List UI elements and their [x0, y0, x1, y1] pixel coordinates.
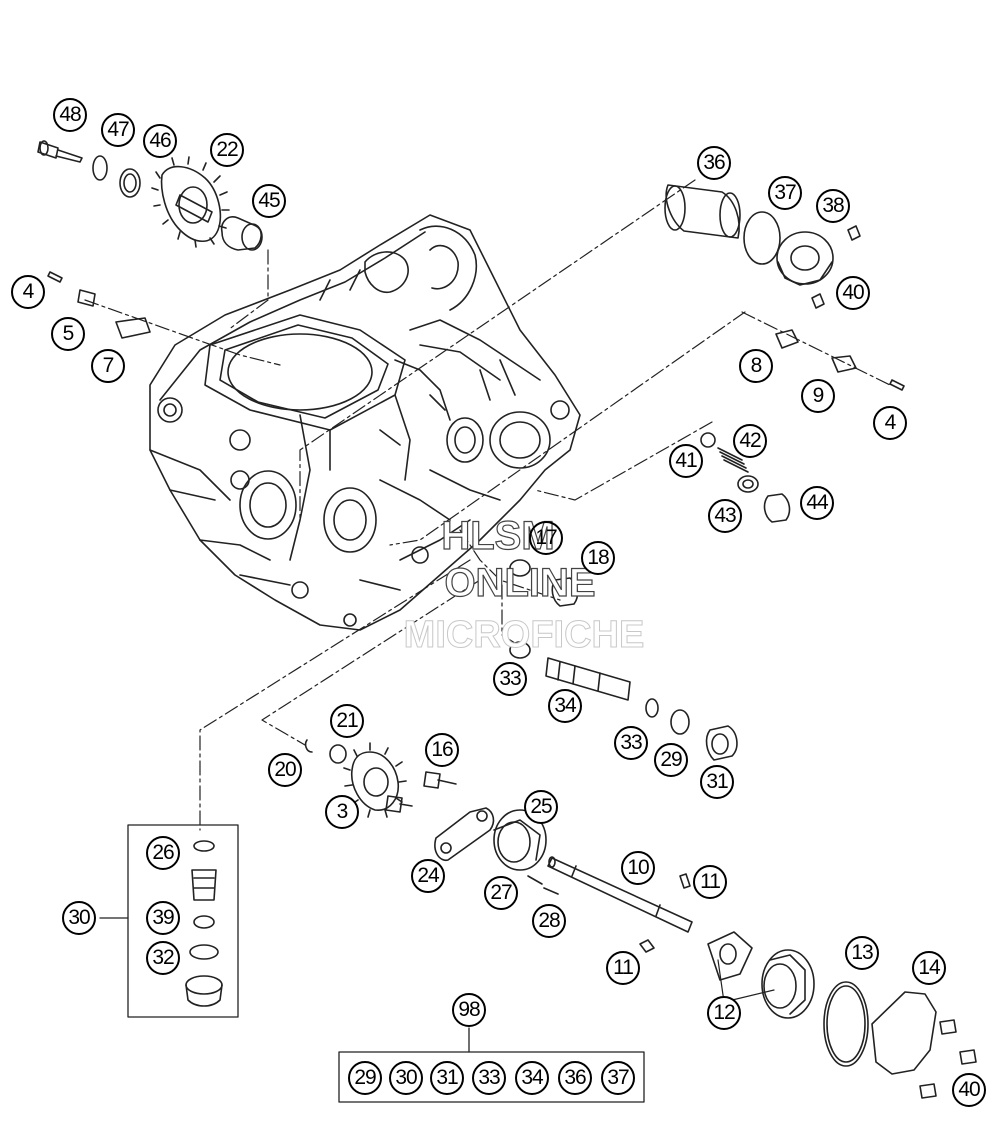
crankcase-part: [149, 214, 581, 631]
callout-39: 39: [146, 901, 180, 935]
callout-22: 22: [210, 133, 244, 167]
callout-40-bottom: 40: [952, 1073, 986, 1107]
callout-44: 44: [800, 486, 834, 520]
callout-25: 25: [524, 790, 558, 824]
callout-7: 7: [91, 349, 125, 383]
callout-20: 20: [268, 753, 302, 787]
callout-17: 17: [529, 521, 563, 555]
callout-36: 36: [697, 146, 731, 180]
oil-pump-shaft-group: [509, 559, 738, 761]
callout-14: 14: [912, 951, 946, 985]
kit-item: 30: [389, 1061, 423, 1095]
callout-4-left: 4: [11, 275, 45, 309]
callout-26: 26: [146, 836, 180, 870]
callout-33-lower: 33: [614, 726, 648, 760]
callout-18: 18: [581, 541, 615, 575]
kit-item: 31: [430, 1061, 464, 1095]
callout-11-lower: 11: [606, 951, 640, 985]
callout-10: 10: [621, 851, 655, 885]
relief-valve-group: [700, 432, 791, 523]
callout-34: 34: [548, 689, 582, 723]
scavenge-pump-group: [707, 931, 977, 1099]
balancer-gear-group: [37, 140, 263, 251]
callout-38: 38: [816, 189, 850, 223]
callout-42: 42: [733, 424, 767, 458]
callout-9: 9: [801, 379, 835, 413]
callout-8: 8: [739, 349, 773, 383]
kit-item: 34: [515, 1061, 549, 1095]
callout-21: 21: [330, 704, 364, 738]
kit-item: 37: [601, 1061, 635, 1095]
filter-screen-group: [99, 824, 239, 1018]
callout-5: 5: [51, 317, 85, 351]
kit-98-box: [338, 1027, 645, 1103]
callout-12: 12: [707, 996, 741, 1030]
watermark-line3: MICROFICHE: [403, 614, 645, 656]
kit-item: 29: [348, 1061, 382, 1095]
callout-43: 43: [708, 499, 742, 533]
callout-46: 46: [143, 124, 177, 158]
callout-41: 41: [669, 444, 703, 478]
callout-28: 28: [532, 904, 566, 938]
callout-31: 31: [700, 765, 734, 799]
callout-45: 45: [252, 184, 286, 218]
oil-filter-group: [664, 184, 861, 309]
callout-11-upper: 11: [693, 865, 727, 899]
leader-lines: [84, 179, 891, 831]
left-cover-screws: [47, 271, 151, 339]
callout-40-top: 40: [836, 276, 870, 310]
callout-47: 47: [101, 113, 135, 147]
callout-33-upper: 33: [493, 662, 527, 696]
callout-30: 30: [62, 901, 96, 935]
callout-16: 16: [425, 733, 459, 767]
callout-27: 27: [484, 876, 518, 910]
callout-98: 98: [452, 993, 486, 1027]
kit-item: 36: [558, 1061, 592, 1095]
kit-item: 33: [472, 1061, 506, 1095]
callout-3: 3: [325, 795, 359, 829]
right-cover-screws: [775, 329, 905, 391]
callout-32: 32: [146, 941, 180, 975]
watermark-line1: HLSM: [441, 514, 556, 558]
callout-37: 37: [768, 176, 802, 210]
callout-4-right: 4: [873, 406, 907, 440]
pump-shaft-group: [527, 856, 693, 953]
callout-48: 48: [53, 98, 87, 132]
callout-29: 29: [654, 743, 688, 777]
watermark-line2: ONLINE: [444, 561, 596, 605]
pump-rotor-group: [434, 807, 547, 871]
callout-24: 24: [411, 859, 445, 893]
callout-13: 13: [845, 936, 879, 970]
